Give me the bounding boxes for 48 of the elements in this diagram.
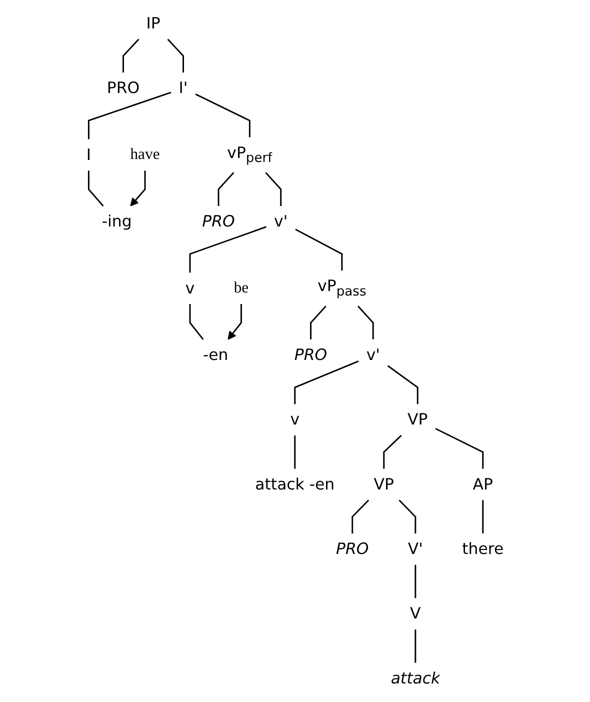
node-text: -ing [102,212,132,230]
node-text: v' [274,212,288,230]
connector [383,434,402,469]
connector [357,306,374,340]
connector [218,172,234,206]
connector [387,365,418,404]
connector [398,500,416,534]
connector [414,564,416,598]
node-text: vP$_{perf}$ [227,143,272,166]
node-text: PRO [106,78,140,98]
connector [352,500,370,534]
connector [122,38,140,73]
node-text: attack -en [255,474,335,494]
node-text: I' [178,78,188,98]
connector [189,304,204,340]
arrow [228,304,242,340]
connector [294,435,296,469]
node-text: PRO [294,345,328,364]
node-text: -en [202,345,228,364]
node-text: I [86,145,92,164]
node-text: there [462,539,504,558]
node-text: PRO [202,212,235,230]
connector [88,92,172,140]
connector [435,428,484,469]
node-text: VP [374,474,394,494]
node-text: PRO [336,539,369,558]
node-text: IP [146,14,160,32]
node-text: be [234,280,249,296]
connector [295,228,343,271]
connector [265,172,282,206]
node-text: v [290,410,300,429]
node-text: VP [408,410,428,429]
node-text: V' [408,539,423,558]
connector [482,500,484,534]
node-text: v' [366,345,380,364]
connector [167,38,184,73]
connector [88,170,104,206]
connector [195,94,250,138]
node-text: vP$_{pass}$ [318,276,366,300]
connector [189,226,266,273]
node-text: v [185,278,195,298]
node-text: V [410,604,421,623]
connector [310,306,326,340]
arrow [130,170,146,206]
node-text: have [130,146,160,163]
node-text: AP [472,474,493,494]
connector [414,629,416,663]
connector [294,360,359,404]
